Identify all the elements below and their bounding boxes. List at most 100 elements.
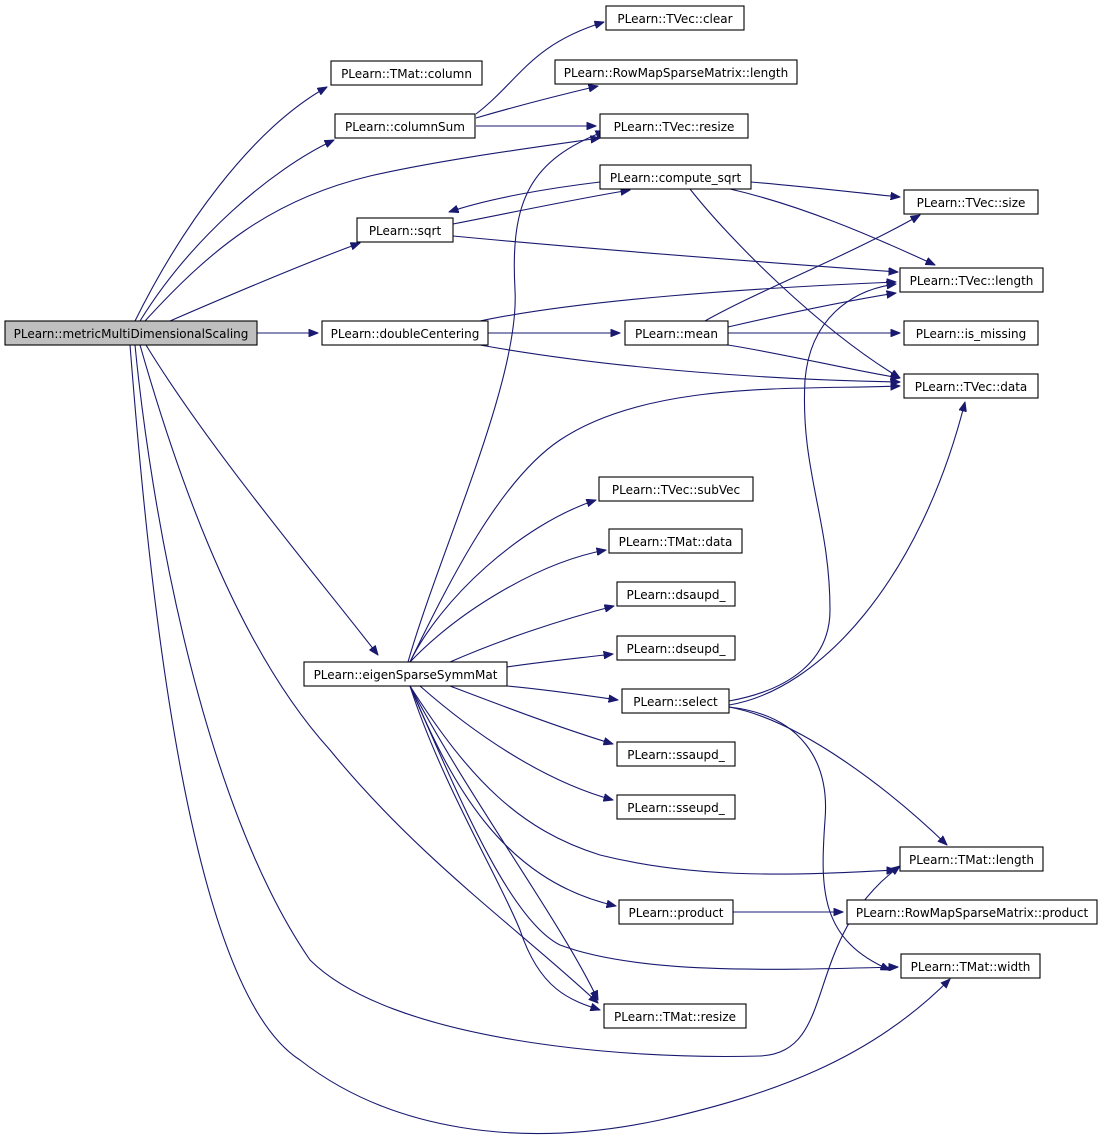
node-label: PLearn::eigenSparseSymmMat xyxy=(314,668,498,682)
node-tmat-length[interactable]: PLearn::TMat::length xyxy=(899,846,1044,872)
node-tvec-length[interactable]: PLearn::TVec::length xyxy=(899,267,1044,293)
edge-eigen-to-tmat_resize xyxy=(409,685,600,1010)
node-select[interactable]: PLearn::select xyxy=(621,688,730,714)
node-box xyxy=(321,320,489,346)
node-tvec-subVec[interactable]: PLearn::TVec::subVec xyxy=(598,476,754,502)
node-box xyxy=(599,113,749,139)
node-label: PLearn::sseupd_ xyxy=(627,801,726,815)
edge-eigen-to-dseupd xyxy=(506,654,613,668)
node-box xyxy=(903,373,1039,399)
edge-select-to-tvec_data xyxy=(728,402,965,706)
node-tmat-column[interactable]: PLearn::TMat::column xyxy=(330,60,483,86)
node-dseupd[interactable]: PLearn::dseupd_ xyxy=(616,635,736,661)
edge-eigen-to-tvec_subVec xyxy=(409,500,596,663)
node-box xyxy=(616,741,736,767)
nodes-layer: PLearn::metricMultiDimensionalScalingPLe… xyxy=(4,5,1098,1029)
node-tmat-width[interactable]: PLearn::TMat::width xyxy=(900,953,1041,979)
node-label: PLearn::is_missing xyxy=(916,327,1027,341)
node-box xyxy=(608,528,743,554)
node-tvec-size[interactable]: PLearn::TVec::size xyxy=(903,189,1039,215)
node-box xyxy=(599,164,752,190)
node-box xyxy=(899,267,1044,293)
node-label: PLearn::TMat::column xyxy=(341,67,472,81)
node-product[interactable]: PLearn::product xyxy=(618,899,734,925)
node-mean[interactable]: PLearn::mean xyxy=(624,320,729,346)
edge-mmds-to-tvec_resize xyxy=(144,138,600,322)
edge-sqrt-to-tvec_length xyxy=(452,235,898,272)
node-eigen[interactable]: PLearn::eigenSparseSymmMat xyxy=(303,661,508,687)
node-mmds[interactable]: PLearn::metricMultiDimensionalScaling xyxy=(4,320,258,346)
node-label: PLearn::TMat::resize xyxy=(614,1010,736,1024)
edge-mean-to-tvec_data xyxy=(727,344,900,378)
edge-doubleCentering-to-tvec_length xyxy=(479,282,896,322)
edge-eigen-to-tmat_width xyxy=(409,685,898,969)
node-box xyxy=(846,899,1098,925)
node-box xyxy=(598,476,754,502)
node-label: PLearn::doubleCentering xyxy=(331,327,480,341)
node-box xyxy=(4,320,258,346)
node-label: PLearn::RowMapSparseMatrix::length xyxy=(564,66,788,80)
node-label: PLearn::TVec::data xyxy=(915,380,1028,394)
edge-mmds-to-eigen xyxy=(145,344,378,655)
edge-mmds-to-tmat_width xyxy=(129,344,950,1135)
node-rmsm-product[interactable]: PLearn::RowMapSparseMatrix::product xyxy=(846,899,1098,925)
node-box xyxy=(618,899,734,925)
node-box xyxy=(356,217,454,243)
edge-mmds-to-sqrt xyxy=(169,243,360,322)
node-label: PLearn::dsaupd_ xyxy=(627,588,727,602)
node-dsaupd[interactable]: PLearn::dsaupd_ xyxy=(616,581,736,607)
edge-eigen-to-select xyxy=(506,685,618,700)
node-box xyxy=(605,5,745,31)
node-sqrt[interactable]: PLearn::sqrt xyxy=(356,217,454,243)
node-sseupd[interactable]: PLearn::sseupd_ xyxy=(616,794,736,820)
node-label: PLearn::product xyxy=(628,906,723,920)
edge-eigen-to-sseupd xyxy=(419,685,613,800)
node-compute-sqrt[interactable]: PLearn::compute_sqrt xyxy=(599,164,752,190)
node-columnSum[interactable]: PLearn::columnSum xyxy=(334,113,476,139)
edge-eigen-to-dsaupd xyxy=(449,606,614,663)
node-is-missing[interactable]: PLearn::is_missing xyxy=(903,320,1039,346)
edge-eigen-to-tmat_resize-secondary xyxy=(409,685,598,1000)
edge-eigen-to-tvec_data xyxy=(409,386,900,663)
node-box xyxy=(903,189,1039,215)
node-box xyxy=(616,581,736,607)
edge-mmds-to-columnSum xyxy=(139,140,334,322)
edge-select-to-tmat_width xyxy=(728,706,890,970)
edge-compute_sqrt-to-sqrt xyxy=(449,181,601,212)
node-tmat-resize[interactable]: PLearn::TMat::resize xyxy=(603,1003,747,1029)
node-label: PLearn::metricMultiDimensionalScaling xyxy=(14,327,249,341)
node-label: PLearn::select xyxy=(633,695,718,709)
node-tvec-resize[interactable]: PLearn::TVec::resize xyxy=(599,113,749,139)
edge-eigen-to-ssaupd xyxy=(449,685,613,744)
node-box xyxy=(603,1003,747,1029)
node-label: PLearn::dseupd_ xyxy=(627,642,727,656)
node-doubleCentering[interactable]: PLearn::doubleCentering xyxy=(321,320,489,346)
edge-select-to-tmat_length xyxy=(728,706,947,845)
edge-mmds-to-tmat_resize xyxy=(139,344,598,1003)
node-label: PLearn::TMat::length xyxy=(909,853,1034,867)
edge-eigen-to-tmat_length xyxy=(409,685,896,875)
node-box xyxy=(334,113,476,139)
edge-eigen-to-tmat_data xyxy=(409,550,606,663)
node-box xyxy=(554,59,798,85)
node-tmat-data[interactable]: PLearn::TMat::data xyxy=(608,528,743,554)
node-box xyxy=(903,320,1039,346)
node-label: PLearn::compute_sqrt xyxy=(610,171,742,185)
edge-compute_sqrt-to-tvec_size xyxy=(750,181,900,197)
edge-mean-to-tvec_size xyxy=(704,215,920,322)
node-tvec-data[interactable]: PLearn::TVec::data xyxy=(903,373,1039,399)
edge-compute_sqrt-to-tvec_data xyxy=(689,188,900,378)
node-ssaupd[interactable]: PLearn::ssaupd_ xyxy=(616,741,736,767)
edge-compute_sqrt-to-tvec_length xyxy=(729,188,935,265)
node-label: PLearn::TMat::width xyxy=(911,960,1031,974)
node-tvec-clear[interactable]: PLearn::TVec::clear xyxy=(605,5,745,31)
node-box xyxy=(616,794,736,820)
edge-mmds-to-tmat_column xyxy=(134,87,327,322)
node-box xyxy=(621,688,730,714)
edge-select-to-tvec_length xyxy=(728,284,896,702)
node-box xyxy=(330,60,483,86)
edge-columnSum-to-rmsm_length xyxy=(475,86,598,119)
node-box xyxy=(900,953,1041,979)
node-rmsm-length[interactable]: PLearn::RowMapSparseMatrix::length xyxy=(554,59,798,85)
